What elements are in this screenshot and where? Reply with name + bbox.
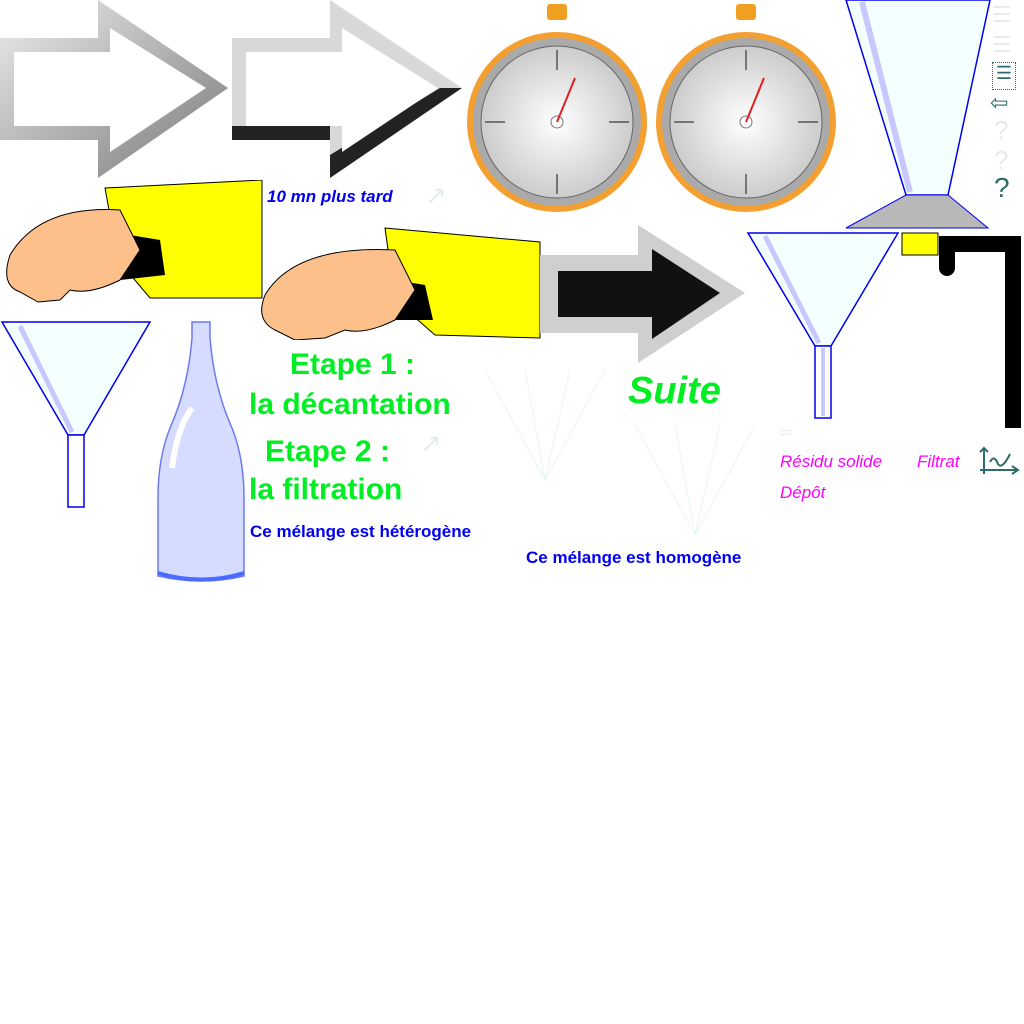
homogeneous-label: Ce mélange est homogène [526,548,742,567]
step1-title: Etape 1 : [290,348,416,381]
help-icon[interactable]: ? [994,172,1010,203]
filtrate-label: Filtrat [917,452,960,471]
hands [6,180,541,340]
filter-funnel [845,0,991,229]
hand-1 [6,180,263,303]
heterogeneous-label: Ce mélange est hétérogène [250,522,472,541]
stopwatch-1 [467,4,647,212]
back-icon[interactable]: ⇦ [990,90,1009,115]
next-label[interactable]: Suite [628,370,721,412]
help-icon[interactable]: ? [994,115,1009,145]
help-icon[interactable]: ? [994,145,1009,175]
later-label: 10 mn plus tard [267,187,393,206]
next-arrow-button[interactable] [540,225,750,365]
bottle [157,321,245,582]
graph-icon[interactable] [978,446,1020,478]
deposit-label: Dépôt [780,483,826,502]
graph-icon: ↗ [420,428,442,458]
checklist-icon[interactable]: ☰ [992,62,1016,90]
stopwatches [467,4,836,212]
arrow-next-light[interactable] [0,0,470,180]
funnel-with-tube [746,232,1021,428]
step1-name: la décantation [249,388,451,421]
graph-icon: ↗ [425,180,447,210]
step2-name: la filtration [249,473,403,506]
residue-label: Résidu solide [780,452,883,471]
checklist-icon[interactable]: ☰ [992,2,1012,27]
hand-2 [261,227,541,340]
stopwatch-2 [656,4,836,212]
funnel [0,321,152,508]
checklist-icon[interactable]: ☰ [992,32,1012,57]
step2-title: Etape 2 : [265,435,391,468]
back-icon: ⇦ [778,422,794,442]
rays-decoration [484,369,756,536]
